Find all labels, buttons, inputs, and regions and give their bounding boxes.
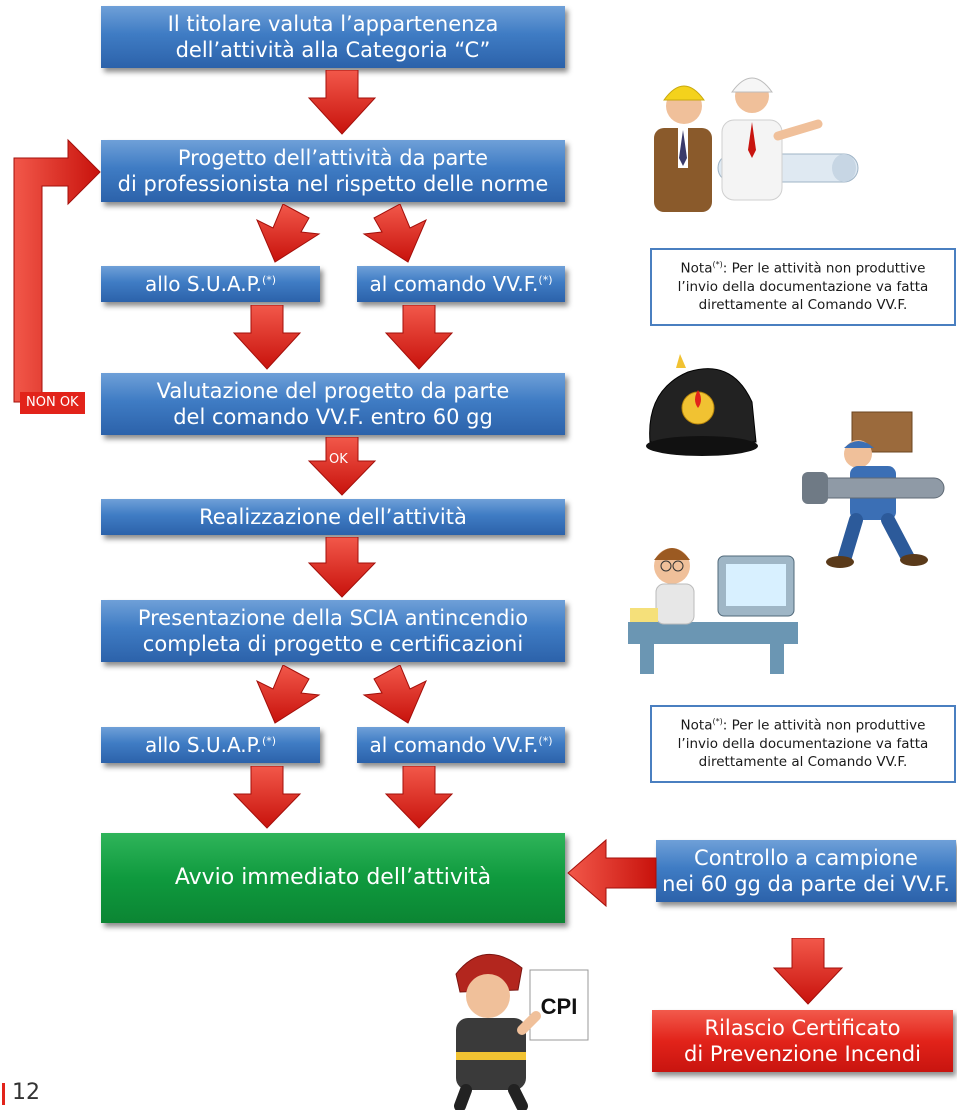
arrow-diag-right-2 <box>362 665 427 724</box>
engineers-illustration <box>654 77 859 212</box>
step-suap-submission-2: allo S.U.A.P.(*) <box>101 727 320 763</box>
step-vvf-submission-2: al comando VV.F.(*) <box>357 727 565 763</box>
step-scia-line2: completa di progetto e certificazioni <box>142 632 524 656</box>
note-2-asterisk: (*) <box>712 717 723 726</box>
note-1-line2: l’invio della documentazione va fatta <box>677 278 929 295</box>
step-project-design-line1: Progetto dell’attività da parte <box>177 146 489 170</box>
step-immediate-start: Avvio immediato dell’attività <box>101 833 565 923</box>
firefighter-mascot-cpi-illustration: CPI <box>454 954 589 1110</box>
step-cpi-release: Rilascio Certificato di Prevenzione Ince… <box>652 1010 953 1072</box>
step-sample-check-line2: nei 60 gg da parte dei VV.F. <box>662 872 950 896</box>
step-evaluate-category: Il titolare valuta l’appartenenza dell’a… <box>101 6 565 68</box>
arrow-diag-right-1 <box>362 204 427 263</box>
page-number-text: 12 <box>12 1080 40 1105</box>
note-1-line1: : Per le attività non produttive <box>722 260 926 277</box>
step-evaluate-category-line2: dell’attività alla Categoria “C” <box>175 38 491 62</box>
arrow-down-cpi <box>772 938 844 1005</box>
arrow-diag-left-1 <box>256 204 321 263</box>
step-cpi-release-line1: Rilascio Certificato <box>704 1016 901 1040</box>
step-cpi-release-line2: di Prevenzione Incendi <box>684 1042 921 1066</box>
step-project-evaluation: Valutazione del progetto da parte del co… <box>101 373 565 435</box>
suap-label-1: allo S.U.A.P. <box>144 272 262 296</box>
step-scia-line1: Presentazione della SCIA antincendio <box>137 606 529 630</box>
step-suap-submission-1: allo S.U.A.P.(*) <box>101 266 320 302</box>
non-ok-loop-arrow <box>13 138 101 403</box>
note-box-1: Nota(*): Per le attività non produttive … <box>650 248 956 326</box>
note-2-line2: l’invio della documentazione va fatta <box>677 735 929 752</box>
vvf-label-1: al comando VV.F. <box>369 272 539 296</box>
step-vvf-submission-1: al comando VV.F.(*) <box>357 266 565 302</box>
note-2-prefix: Nota <box>680 717 713 734</box>
note-1-asterisk: (*) <box>712 260 723 269</box>
vvf-asterisk-2: (*) <box>538 734 553 748</box>
office-worker-computer-illustration <box>628 548 798 674</box>
step-project-evaluation-line1: Valutazione del progetto da parte <box>156 379 510 403</box>
arrow-down-suap-2 <box>232 766 302 829</box>
step-realization-label: Realizzazione dell’attività <box>199 505 467 529</box>
cpi-card-text: CPI <box>541 994 578 1019</box>
page-number-marker <box>2 1083 5 1105</box>
note-2-line3: direttamente al Comando VV.F. <box>698 753 908 770</box>
vvf-asterisk-1: (*) <box>538 273 553 287</box>
suap-asterisk-2: (*) <box>261 734 277 748</box>
step-sample-check: Controllo a campione nei 60 gg da parte … <box>656 840 956 902</box>
note-1-prefix: Nota <box>680 260 713 277</box>
arrow-down-3 <box>307 537 377 598</box>
step-evaluate-category-line1: Il titolare valuta l’appartenenza <box>167 12 499 36</box>
arrow-down-vvf-1 <box>384 305 454 370</box>
step-project-evaluation-line2: del comando VV.F. entro 60 gg <box>173 405 493 429</box>
arrow-left-control <box>567 838 657 908</box>
vvf-label-2: al comando VV.F. <box>369 733 539 757</box>
note-box-2: Nota(*): Per le attività non produttive … <box>650 705 956 783</box>
note-1-line3: direttamente al Comando VV.F. <box>698 296 908 313</box>
plumber-worker-illustration <box>802 411 945 568</box>
page-number: 12 <box>10 1080 40 1105</box>
arrow-diag-left-2 <box>256 665 321 724</box>
step-realization: Realizzazione dell’attività <box>101 499 565 535</box>
non-ok-label: NON OK <box>20 392 85 414</box>
step-immediate-start-label: Avvio immediato dell’attività <box>174 865 492 890</box>
suap-asterisk-1: (*) <box>261 273 277 287</box>
arrow-down-1 <box>307 70 377 135</box>
step-sample-check-line1: Controllo a campione <box>694 846 918 870</box>
arrow-down-suap-1 <box>232 305 302 370</box>
step-project-design: Progetto dell’attività da parte di profe… <box>101 140 565 202</box>
suap-label-2: allo S.U.A.P. <box>144 733 262 757</box>
arrow-down-ok <box>307 437 377 496</box>
firefighter-helmet-illustration <box>646 354 758 456</box>
note-2-line1: : Per le attività non produttive <box>722 717 926 734</box>
step-project-design-line2: di professionista nel rispetto delle nor… <box>117 172 549 196</box>
arrow-down-vvf-2 <box>384 766 454 829</box>
ok-label: OK <box>329 452 348 467</box>
step-scia-presentation: Presentazione della SCIA antincendio com… <box>101 600 565 662</box>
